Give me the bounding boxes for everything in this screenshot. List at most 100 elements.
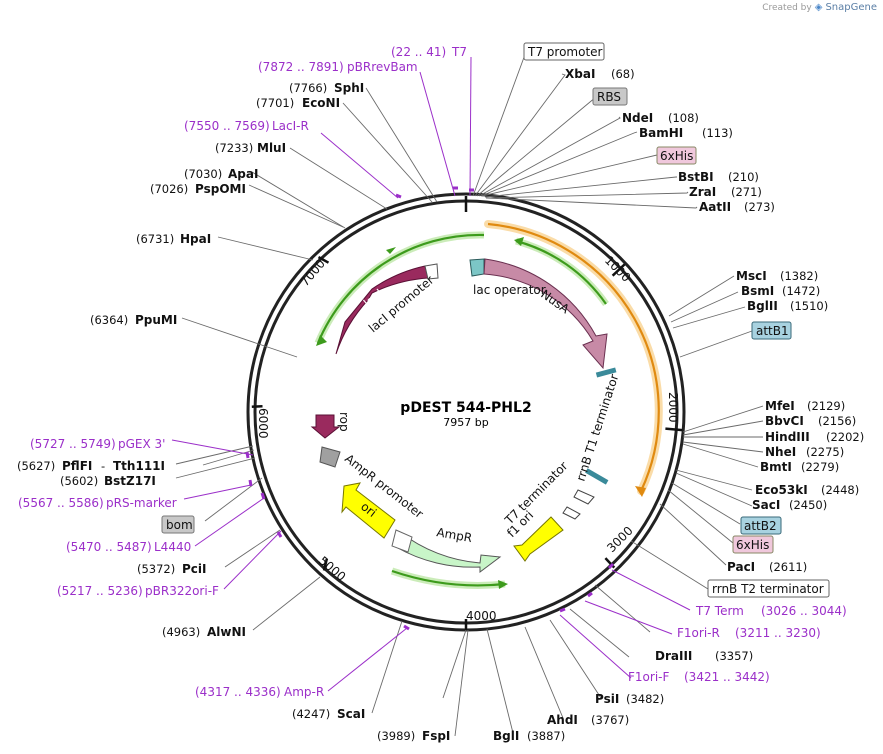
site-zrai: ZraI bbox=[689, 185, 716, 199]
primer-name-f1ori-f: F1ori-F bbox=[628, 670, 669, 684]
site-pos-hindiii: (2202) bbox=[826, 430, 864, 444]
t7-terminator-feature[interactable] bbox=[562, 506, 581, 520]
site-ahdi: AhdI bbox=[547, 713, 578, 727]
site-msci: MscI bbox=[736, 269, 767, 283]
feature-box-attb2-label: attB2 bbox=[744, 519, 777, 533]
site-pos-bglii: (1510) bbox=[790, 299, 828, 313]
rrnb-t1-feature[interactable] bbox=[573, 489, 595, 505]
feature-box-attb1[interactable] bbox=[751, 321, 792, 340]
feature-box-6xhis-2-label: 6xHis bbox=[736, 538, 769, 552]
feature-box-6xhis-1-label: 6xHis bbox=[660, 149, 693, 163]
primer-range-t7: (22 .. 41) bbox=[391, 45, 446, 59]
site-pos-bsmi: (1472) bbox=[782, 284, 820, 298]
tick-2000 bbox=[665, 427, 683, 432]
ampr-promoter-feature[interactable] bbox=[391, 529, 413, 553]
attb1-marker bbox=[595, 367, 617, 378]
leader-lines bbox=[175, 51, 764, 737]
site-pos-pspomi: (7026) bbox=[150, 182, 188, 196]
site-pos-pcii: (5372) bbox=[137, 562, 175, 576]
primer-name-pbr322ori-f: pBR322ori-F bbox=[145, 584, 219, 598]
site-pos-eco53ki: (2448) bbox=[821, 483, 859, 497]
site-aatii: AatII bbox=[699, 200, 731, 214]
lac-operator-feature[interactable] bbox=[469, 258, 485, 277]
feature-box-rrnb-t2[interactable] bbox=[707, 579, 830, 598]
feature-box-rbs-label: RBS bbox=[597, 90, 621, 104]
site-scai: ScaI bbox=[337, 707, 365, 721]
orf-arrows bbox=[314, 231, 609, 589]
primer-range-l4440: (5470 .. 5487) bbox=[66, 540, 152, 554]
site-bmti: BmtI bbox=[760, 460, 792, 474]
feature-box-t7-promoter[interactable] bbox=[523, 42, 605, 61]
primer-name-t7: T7 bbox=[451, 45, 467, 59]
tick-label-7000: 7000 bbox=[298, 257, 328, 289]
site-draiii: DraIII bbox=[655, 649, 692, 663]
orf-arrow-ampr bbox=[391, 569, 506, 587]
orange-feature-arc bbox=[487, 222, 660, 492]
site-pos-bstz17i: (5602) bbox=[60, 474, 98, 488]
snapgene-logo-icon: ◈ bbox=[814, 2, 823, 13]
t7-terminator-label: T7 terminator bbox=[502, 459, 571, 528]
primer-range-f1ori-r: (3211 .. 3230) bbox=[735, 626, 821, 640]
primer-range-laci-r: (7550 .. 7569) bbox=[184, 119, 270, 133]
feature-box-t7-promoter-label: T7 promoter bbox=[527, 45, 603, 59]
laci-feature[interactable] bbox=[335, 265, 429, 355]
site-pos-alwni: (4963) bbox=[162, 625, 200, 639]
site-sphi: SphI bbox=[334, 81, 364, 95]
site-pos-scai: (4247) bbox=[292, 707, 330, 721]
site-bstz17i: BstZ17I bbox=[104, 474, 156, 488]
orange-feature-arc-glow bbox=[484, 220, 663, 495]
site-pos-draiii: (3357) bbox=[715, 649, 753, 663]
site-pcii: PciI bbox=[182, 562, 207, 576]
primer-name-t7-term: T7 Term bbox=[695, 604, 744, 618]
site-pos-psii: (3482) bbox=[626, 692, 664, 706]
tick-label-6000: 6000 bbox=[256, 408, 270, 439]
credit-text: Created by bbox=[762, 2, 812, 13]
nusa-feature[interactable] bbox=[483, 258, 608, 370]
feature-box-attb2[interactable] bbox=[740, 516, 782, 535]
site-pos-ndei: (108) bbox=[668, 111, 699, 125]
primer-name-l4440: L4440 bbox=[154, 540, 191, 554]
site-pos-mfei: (2129) bbox=[807, 399, 845, 413]
tick-label-4000: 4000 bbox=[466, 609, 497, 623]
site-pos-apai: (7030) bbox=[184, 167, 222, 181]
feature-box-attb1-label: attB1 bbox=[756, 324, 789, 338]
feature-box-rrnb-t2-label: rrnB T2 terminator bbox=[712, 582, 824, 596]
ampr-feature[interactable] bbox=[395, 531, 502, 573]
ampr-label: AmpR bbox=[435, 525, 473, 545]
site-pos-sphi: (7766) bbox=[289, 81, 327, 95]
ori-feature[interactable] bbox=[341, 482, 396, 539]
laci-promoter-feature[interactable] bbox=[424, 263, 439, 280]
site-mlui: MluI bbox=[257, 141, 286, 155]
site-econi: EcoNI bbox=[302, 96, 340, 110]
feature-box-6xhis-1[interactable] bbox=[656, 146, 697, 165]
site-nhei: NheI bbox=[765, 445, 796, 459]
site-xbai: XbaI bbox=[565, 67, 595, 81]
site-tth111i: Tth111I bbox=[113, 459, 165, 473]
site-bsmi: BsmI bbox=[741, 284, 774, 298]
feature-box-bom[interactable] bbox=[161, 515, 195, 534]
plasmid-name: pDEST 544-PHL2 bbox=[400, 400, 531, 416]
primer-range-f1ori-f: (3421 .. 3442) bbox=[684, 670, 770, 684]
feature-box-rbs[interactable] bbox=[592, 87, 628, 106]
site-pos-bgli: (3887) bbox=[527, 729, 565, 743]
site-pos-msci: (1382) bbox=[780, 269, 818, 283]
f1-ori-feature[interactable] bbox=[513, 516, 564, 562]
primer-leader-lines bbox=[171, 56, 691, 692]
feature-box-6xhis-2[interactable] bbox=[732, 535, 774, 554]
site-pos-fspi: (3989) bbox=[377, 729, 415, 743]
rop-feature[interactable] bbox=[310, 414, 341, 439]
primer-name-pgex3: pGEX 3' bbox=[118, 437, 165, 451]
site-pos-nhei: (2275) bbox=[806, 445, 844, 459]
gray-feature-marker bbox=[319, 446, 341, 468]
site-eco53ki: Eco53kI bbox=[755, 483, 808, 497]
site-psii: PsiI bbox=[595, 692, 619, 706]
site-pos-bstbi: (210) bbox=[728, 170, 759, 184]
tick-1000 bbox=[611, 263, 626, 277]
site-bstbi: BstBI bbox=[678, 170, 714, 184]
primer-name-laci-r: LacI-R bbox=[272, 119, 309, 133]
site-pos-bmti: (2279) bbox=[801, 460, 839, 474]
primer-range-pbrrevbam: (7872 .. 7891) bbox=[258, 60, 344, 74]
primer-range-pgex3: (5727 .. 5749) bbox=[30, 437, 116, 451]
site-pspomi: PspOMI bbox=[195, 182, 246, 196]
primer-name-pbrrevbam: pBRrevBam bbox=[347, 60, 418, 74]
